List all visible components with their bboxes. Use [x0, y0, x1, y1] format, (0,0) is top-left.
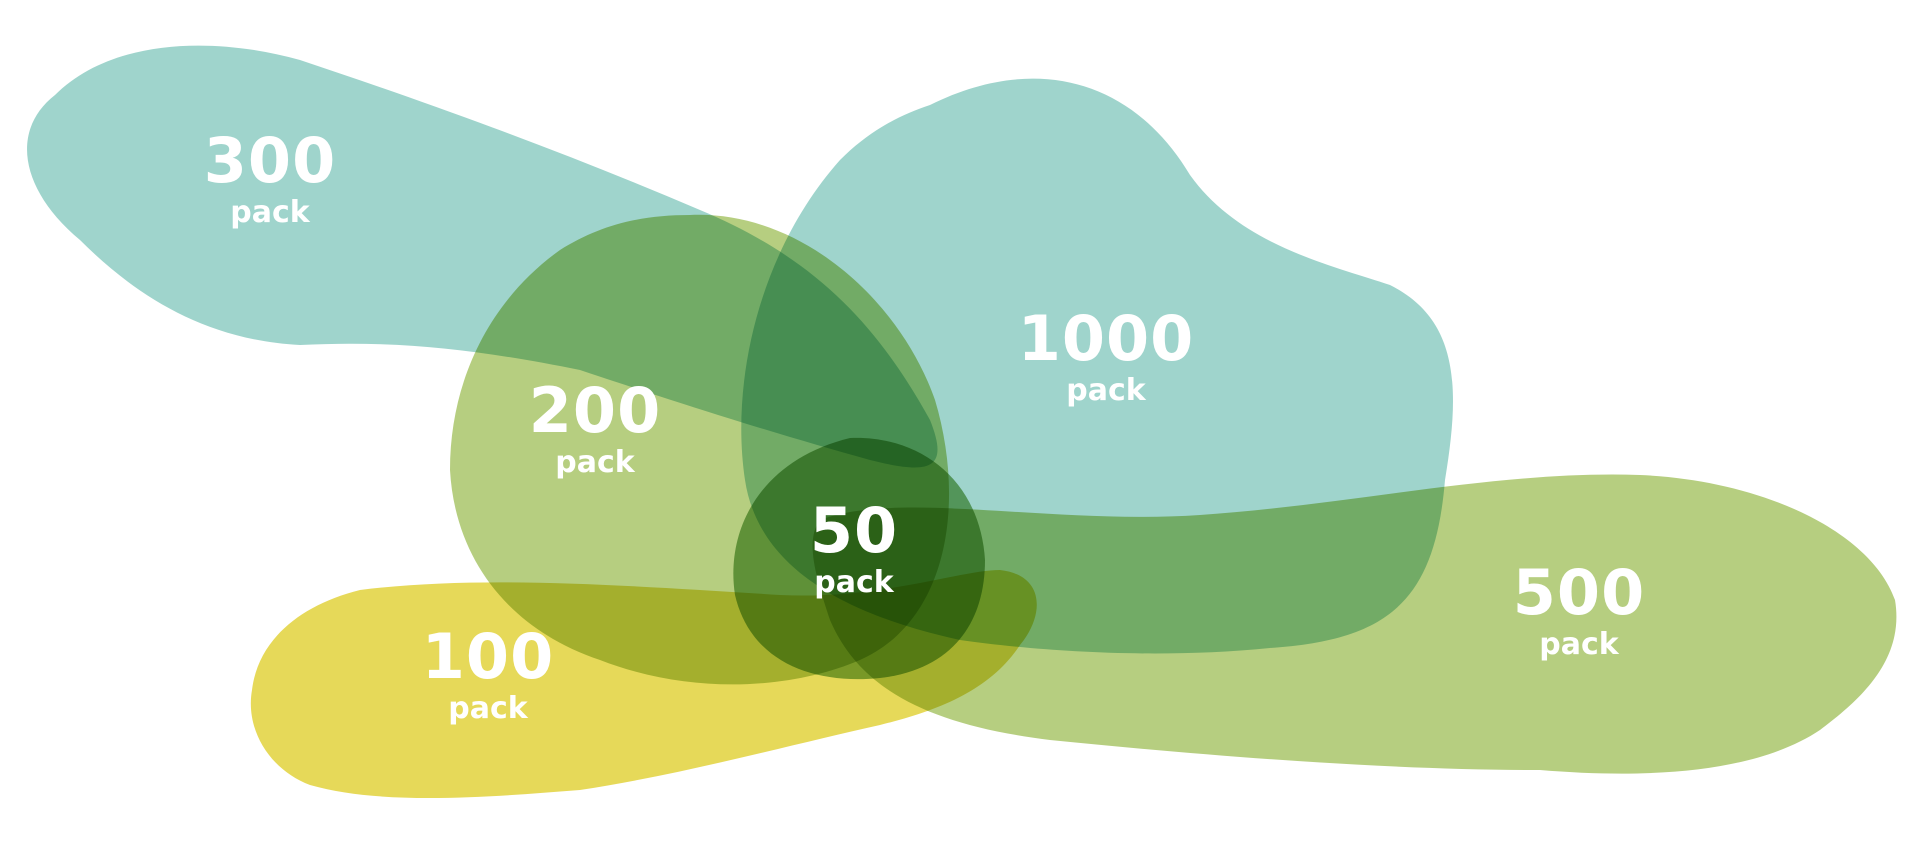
pack-size-value: 300: [203, 124, 337, 197]
label-100-pack: 100 pack: [422, 626, 554, 724]
pack-size-value: 50: [809, 494, 899, 567]
pack-size-value: 200: [528, 374, 662, 447]
label-300-pack: 300 pack: [204, 130, 336, 228]
pack-unit-label: pack: [230, 195, 310, 230]
pack-unit-label: pack: [448, 691, 528, 726]
pack-size-value: 500: [1512, 556, 1646, 629]
pack-unit-label: pack: [1066, 373, 1146, 408]
blob-500-pack: [812, 474, 1897, 774]
blob-100-pack: [250, 570, 1037, 799]
label-50-pack: 50 pack: [810, 500, 898, 598]
pack-unit-label: pack: [555, 445, 635, 480]
pack-size-value: 100: [421, 620, 555, 693]
label-200-pack: 200 pack: [529, 380, 661, 478]
label-1000-pack: 1000 pack: [1018, 308, 1195, 406]
pack-unit-label: pack: [814, 565, 894, 600]
pack-unit-label: pack: [1539, 627, 1619, 662]
pack-size-value: 1000: [1017, 302, 1195, 375]
label-500-pack: 500 pack: [1513, 562, 1645, 660]
